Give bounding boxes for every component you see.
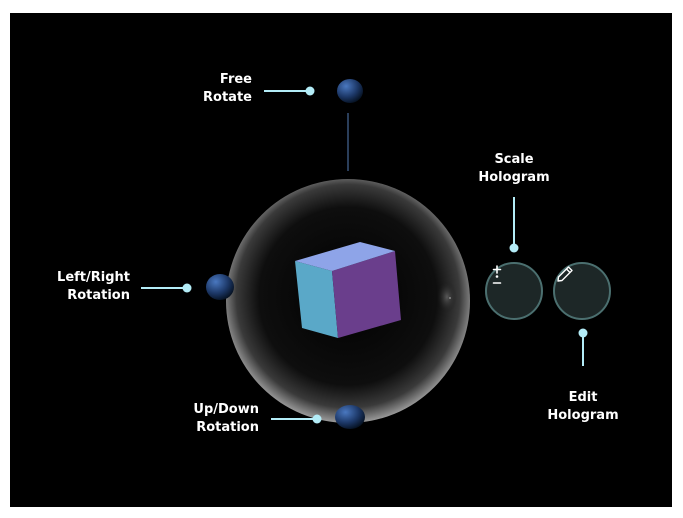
plus-minus-icon [492, 265, 502, 284]
right-handle-dot [449, 297, 451, 299]
free-rotate-handle[interactable] [337, 79, 363, 103]
edit-hologram-button[interactable] [553, 262, 611, 320]
right-rotation-handle[interactable] [437, 281, 457, 313]
up-down-callout-dot [312, 414, 322, 424]
up-down-rotation-label: Up/Down Rotation [193, 402, 259, 435]
edit-hologram-label: Edit Hologram [547, 390, 619, 423]
scale-callout-dot [509, 243, 519, 253]
hologram-viewport: Free Rotate Scale Hologram Left/Right Ro… [10, 13, 672, 507]
hologram-cube[interactable] [295, 242, 401, 338]
left-right-rotation-label: Left/Right Rotation [57, 270, 130, 303]
scale-hologram-label: Scale Hologram [478, 152, 550, 185]
left-right-rotation-handle[interactable] [206, 274, 234, 300]
edit-callout-dot [578, 328, 588, 338]
up-down-rotation-handle[interactable] [335, 405, 365, 429]
pencil-icon [557, 266, 573, 282]
left-right-callout-dot [182, 283, 192, 293]
free-rotate-callout-dot [305, 86, 315, 96]
hologram-scene [141, 79, 588, 429]
scale-hologram-button[interactable] [485, 262, 543, 320]
free-rotate-label: Free Rotate [203, 72, 252, 105]
